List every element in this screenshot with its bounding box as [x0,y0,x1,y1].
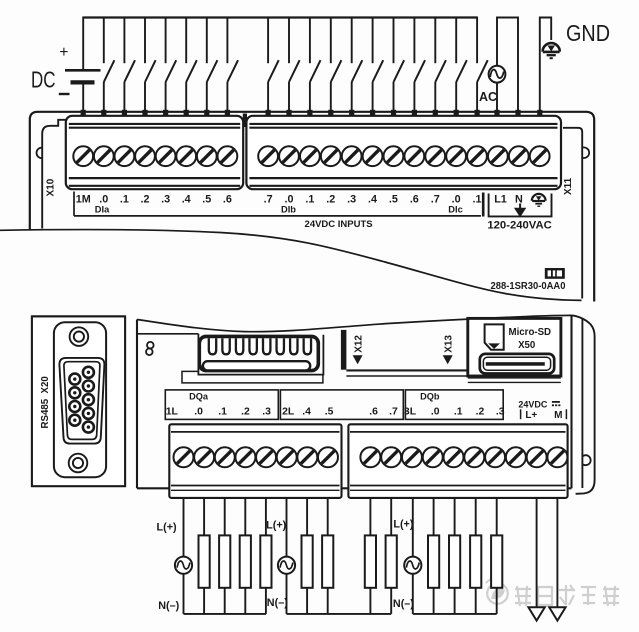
svg-text:2L: 2L [282,407,295,418]
svg-text:.0: .0 [99,194,108,206]
svg-text:.0: .0 [431,407,440,418]
svg-text:Micro-SD: Micro-SD [509,327,552,338]
svg-text:.1: .1 [305,194,314,206]
svg-text:X50: X50 [518,340,535,351]
svg-text:X10: X10 [46,178,57,196]
svg-text:24VDC: 24VDC [518,399,548,409]
svg-text:.3: .3 [496,407,505,418]
svg-text:L1: L1 [494,194,507,206]
svg-text:.7: .7 [389,407,398,418]
svg-text:DIb: DIb [281,204,296,214]
svg-text:L(+): L(+) [157,522,177,534]
svg-text:DQb: DQb [420,391,440,401]
svg-text:.2: .2 [241,407,250,418]
svg-text:X12: X12 [353,335,364,353]
svg-text:.1: .1 [218,407,227,418]
svg-text:X11: X11 [563,177,574,195]
svg-text:L+: L+ [525,410,537,421]
svg-text:L(+): L(+) [266,520,286,532]
svg-text:N(–): N(–) [267,597,288,609]
svg-text:DQa: DQa [189,391,209,401]
svg-text:.0: .0 [284,194,293,206]
svg-text:.6: .6 [410,194,419,206]
svg-text:L(+): L(+) [393,518,413,530]
svg-text:+: + [59,44,68,61]
svg-text:X13: X13 [443,335,454,353]
svg-text:GND: GND [566,20,610,46]
svg-text:.4: .4 [368,194,377,206]
svg-text:.2: .2 [326,194,335,206]
svg-text:.3: .3 [347,194,356,206]
svg-text:DIa: DIa [95,204,110,214]
svg-text:.4: .4 [182,194,191,206]
svg-text:.4: .4 [302,407,311,418]
svg-text:.2: .2 [140,194,149,206]
svg-text:3L: 3L [404,407,417,418]
svg-text:.5: .5 [389,194,398,206]
svg-text:.5: .5 [202,194,211,206]
svg-text:DIc: DIc [448,204,462,214]
svg-text:M: M [554,410,562,421]
svg-text:288-1SR30-0AA0: 288-1SR30-0AA0 [491,281,566,292]
svg-text:N(–): N(–) [158,600,179,612]
svg-text:.6: .6 [223,194,232,206]
svg-text:.3: .3 [262,407,271,418]
svg-text:.1: .1 [472,194,481,206]
svg-text:DC: DC [31,67,56,93]
svg-text:.5: .5 [325,407,334,418]
svg-text:.1: .1 [454,407,463,418]
svg-text:RS485 X20: RS485 X20 [40,376,51,428]
svg-text:1L: 1L [166,407,179,418]
svg-text:1M: 1M [76,194,91,206]
svg-text:.0: .0 [452,194,461,206]
svg-text:120-240VAC: 120-240VAC [487,219,551,231]
svg-text:.0: .0 [194,407,203,418]
svg-text:.7: .7 [431,194,440,206]
svg-text:.7: .7 [264,194,273,206]
svg-text:N(–): N(–) [393,598,414,610]
svg-text:.3: .3 [161,194,170,206]
svg-text:.2: .2 [476,407,485,418]
svg-text:.6: .6 [369,407,378,418]
svg-text:.1: .1 [120,194,129,206]
svg-text:AC: AC [479,90,497,104]
svg-text:24VDC INPUTS: 24VDC INPUTS [305,219,373,230]
svg-text:N: N [515,194,523,206]
